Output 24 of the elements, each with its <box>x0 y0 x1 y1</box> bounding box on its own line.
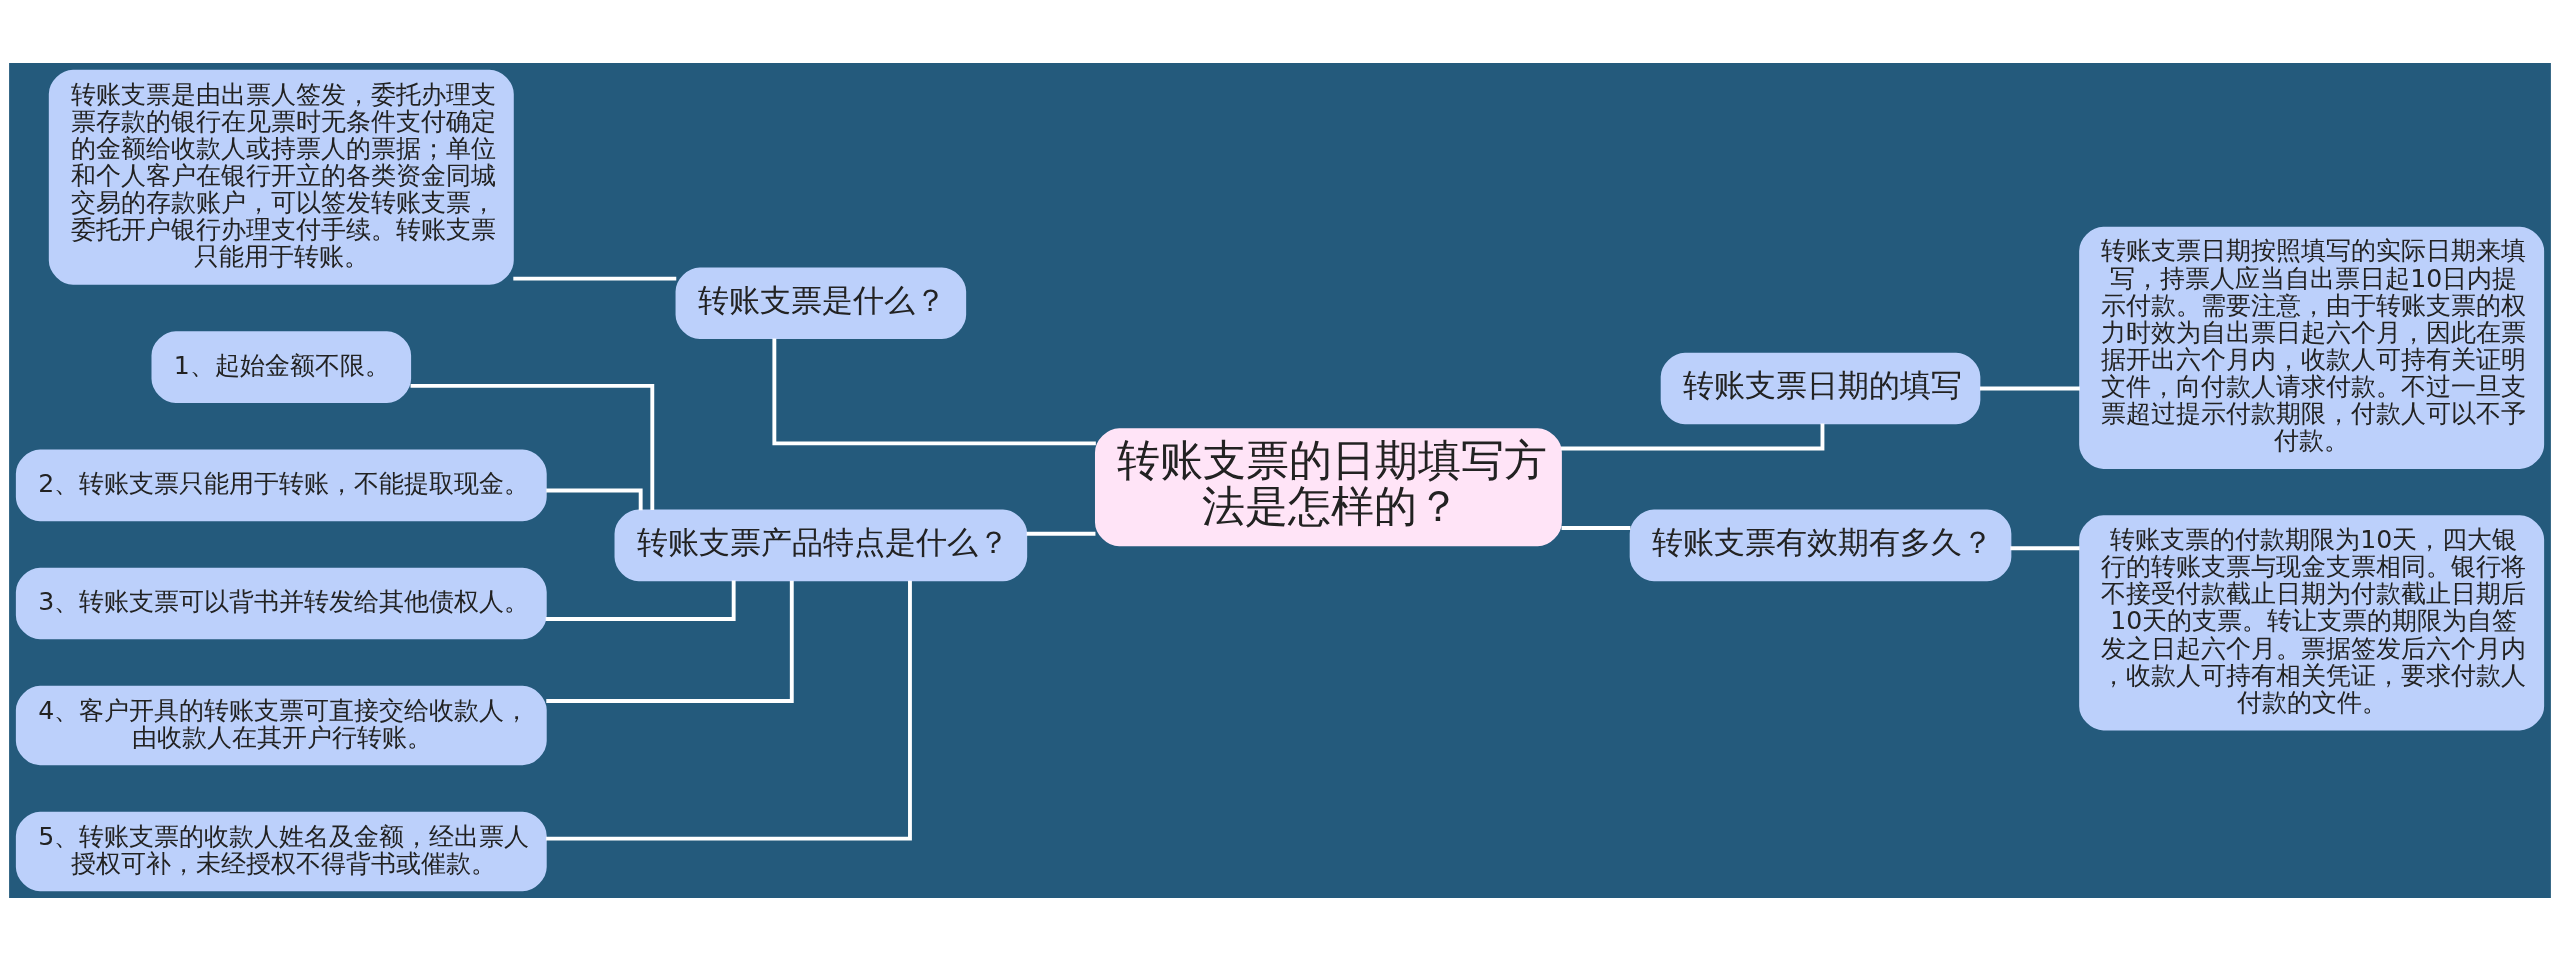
node-box: 转账支票日期按照填写的实际日期来填写，持票人应当自出票日起10日内提示付款。需要注意，由于转账支票的权力时效为自出票日起六个月，因此在票据开出六个月内，收款人可持有关证明文件，向付款人请求付款。不过一旦支票超过提示付款期限，付款人可以不予付款。 <box>2079 226 2545 469</box>
node-box: 转账支票的日期填写方法是怎样的？ <box>1095 428 1562 547</box>
connector <box>1026 531 1096 536</box>
connector <box>513 276 677 281</box>
connector <box>546 580 794 703</box>
node-box: 转账支票日期的填写 <box>1660 352 1981 425</box>
connector <box>546 580 912 841</box>
connector <box>1560 423 1825 451</box>
node-box: 3、转账支票可以背书并转发给其他债权人。 <box>15 567 547 640</box>
connector <box>1561 526 1631 530</box>
node-box: 5、转账支票的收款人姓名及金额，经出票人授权可补，未经授权不得背书或催款。 <box>15 811 547 892</box>
connector <box>2010 546 2080 551</box>
node-box: 2、转账支票只能用于转账，不能提取现金。 <box>15 449 547 522</box>
connector <box>772 338 1096 446</box>
node-box: 转账支票有效期有多久？ <box>1629 509 2012 582</box>
node-box: 1、起始金额不限。 <box>151 331 412 403</box>
connector <box>1979 386 2080 391</box>
node-box: 转账支票的付款期限为10天，四大银行的转账支票与现金支票相同。银行将不接受付款截止日期为付款截止日期后10天的支票。转让支票的期限为自签发之日起六个月。票据签发后六个月内，收款人可持有相关凭证，要求付款人付款的文件。 <box>2079 515 2545 731</box>
node-box: 4、客户开具的转账支票可直接交给收款人，由收款人在其开户行转账。 <box>15 685 547 766</box>
connector <box>410 383 655 510</box>
node-box: 转账支票是什么？ <box>675 267 967 340</box>
node-box: 转账支票是由出票人签发，委托办理支票存款的银行在见票时无条件支付确定的金额给收款人或持票人的票据；单位和个人客户在银行开立的各类资金同城交易的存款账户，可以签发转账支票，委托开户银行办理支付手续。转账支票只能用于转账。 <box>48 69 514 285</box>
node-box: 转账支票产品特点是什么？ <box>614 509 1028 582</box>
connector <box>546 488 643 511</box>
